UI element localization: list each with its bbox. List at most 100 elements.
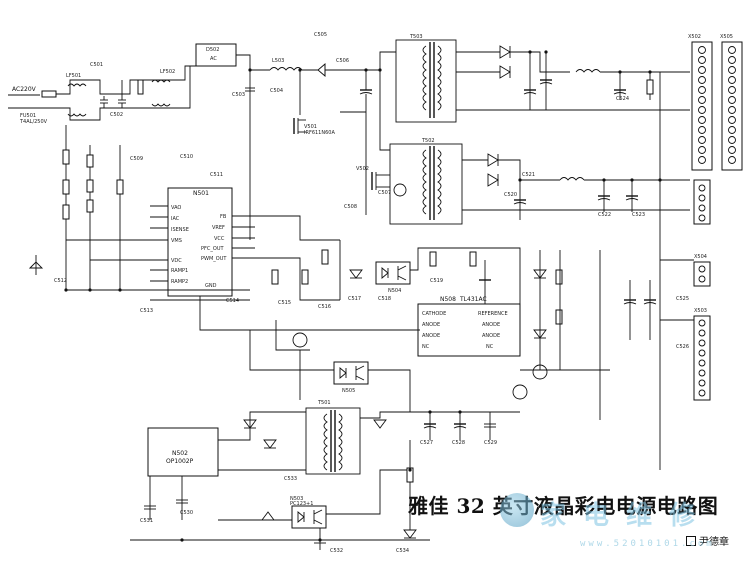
input-sense-network	[28, 125, 250, 291]
svg-text:IAC: IAC	[171, 216, 180, 222]
svg-text:LF502: LF502	[160, 69, 175, 75]
svg-text:ANODE: ANODE	[482, 322, 500, 328]
svg-text:C505: C505	[314, 32, 327, 38]
svg-text:T501: T501	[317, 400, 331, 406]
svg-text:C531: C531	[140, 518, 153, 524]
svg-text:V502: V502	[356, 166, 369, 172]
svg-text:N505: N505	[342, 388, 355, 394]
connector-x505: X505	[720, 34, 743, 171]
svg-text:C518: C518	[378, 296, 391, 302]
connector-small-1	[693, 179, 711, 225]
secondary-output-1	[456, 45, 690, 111]
svg-text:C511: C511	[210, 172, 223, 178]
routing-wires	[150, 215, 694, 420]
svg-text:N501: N501	[193, 190, 209, 197]
svg-text:L503: L503	[272, 58, 284, 64]
svg-text:C519: C519	[430, 278, 443, 284]
svg-text:C515: C515	[278, 300, 291, 306]
standby-section: N505 T501 N502 OP1002P N503 PC123+1	[130, 361, 520, 550]
svg-text:NC: NC	[422, 344, 430, 350]
connector-x504: X504	[693, 254, 711, 287]
svg-text:C524: C524	[616, 96, 629, 102]
svg-text:CATHODE: CATHODE	[422, 311, 446, 317]
opto-n504	[375, 261, 411, 285]
svg-text:PC123+1: PC123+1	[290, 501, 313, 507]
svg-text:C507: C507	[378, 190, 391, 196]
fuse-label: FU501	[20, 113, 36, 119]
svg-text:C508: C508	[344, 204, 357, 210]
svg-text:N508: N508	[440, 296, 456, 303]
opto-n505	[333, 361, 369, 385]
bridge-rectifier: D502 AC	[160, 43, 270, 109]
connector-x502: X502	[688, 34, 713, 171]
ic-n501-body	[167, 187, 233, 297]
svg-text:T503: T503	[409, 34, 423, 40]
svg-text:D502: D502	[206, 47, 219, 53]
mains-label: AC220V	[12, 86, 37, 93]
svg-text:N502: N502	[172, 450, 188, 457]
ic-n502-body	[147, 427, 219, 477]
author-credit: 尹德章	[686, 533, 729, 548]
junction-dots	[64, 50, 662, 542]
component-designators: C501 C502 C503 C504 C505 C506 C507 C508 …	[54, 32, 689, 554]
svg-text:VREF: VREF	[212, 225, 225, 231]
svg-text:NC: NC	[486, 344, 494, 350]
svg-text:C527: C527	[420, 440, 433, 446]
transformer-t502: T502	[389, 138, 463, 225]
svg-text:C514: C514	[226, 298, 239, 304]
svg-text:PWM_OUT: PWM_OUT	[201, 256, 227, 262]
svg-text:ANODE: ANODE	[482, 333, 500, 339]
svg-text:GND: GND	[205, 283, 217, 289]
svg-text:X504: X504	[694, 254, 707, 260]
svg-text:VMS: VMS	[171, 238, 182, 244]
primary-wiring: V502	[340, 51, 407, 215]
svg-text:C528: C528	[452, 440, 465, 446]
pfc-ic: N501 VAO IAC ISENSE VMS VDC RAMP1 RAMP2 …	[28, 125, 255, 310]
svg-text:C533: C533	[284, 476, 297, 482]
pfc-section: L503 V501 IRF611N60A	[245, 58, 380, 240]
svg-text:LF501: LF501	[66, 73, 81, 79]
svg-text:V501: V501	[304, 124, 317, 130]
svg-text:C529: C529	[484, 440, 497, 446]
pfc-inductor	[269, 67, 303, 71]
checkbox-icon	[686, 535, 696, 546]
opto-n503	[291, 505, 327, 529]
transformer-t503: T503	[395, 34, 457, 123]
svg-text:N504: N504	[388, 288, 401, 294]
input-section: AC220V FU501 T4AL/250V LF501 LF502 D50	[8, 43, 270, 125]
common-mode-choke-2: LF502	[151, 69, 175, 107]
svg-text:ISENSE: ISENSE	[171, 227, 189, 233]
svg-text:C506: C506	[336, 58, 349, 64]
svg-text:C509: C509	[130, 156, 143, 162]
svg-text:RAMP1: RAMP1	[171, 268, 188, 274]
svg-text:ANODE: ANODE	[422, 322, 440, 328]
svg-text:TL431AC: TL431AC	[459, 296, 487, 303]
feedback-section: N508 TL431AC CATHODE ANODE ANODE NC REFE…	[375, 247, 610, 380]
svg-text:VDC: VDC	[171, 258, 182, 264]
svg-text:C503: C503	[232, 92, 245, 98]
svg-text:IRF611N60A: IRF611N60A	[304, 130, 335, 136]
fuse-rating: T4AL/250V	[19, 119, 48, 125]
svg-text:X503: X503	[694, 308, 707, 314]
svg-text:C534: C534	[396, 548, 409, 554]
svg-text:C532: C532	[330, 548, 343, 554]
svg-text:C530: C530	[180, 510, 193, 516]
svg-text:AC: AC	[210, 56, 217, 62]
svg-text:X505: X505	[720, 34, 733, 40]
svg-text:C520: C520	[504, 192, 517, 198]
secondary-output-2	[462, 72, 690, 470]
svg-text:C517: C517	[348, 296, 361, 302]
svg-text:VCC: VCC	[214, 236, 225, 242]
svg-text:C513: C513	[140, 308, 153, 314]
svg-text:C516: C516	[318, 304, 331, 310]
svg-text:FB: FB	[220, 214, 227, 220]
svg-text:ANODE: ANODE	[422, 333, 440, 339]
tl431-ic	[417, 303, 521, 357]
svg-text:N503: N503	[290, 496, 303, 502]
svg-text:C526: C526	[676, 344, 689, 350]
svg-text:C512: C512	[54, 278, 67, 284]
svg-text:REFERENCE: REFERENCE	[478, 311, 508, 317]
svg-text:C501: C501	[90, 62, 103, 68]
svg-text:OP1002P: OP1002P	[166, 458, 194, 465]
